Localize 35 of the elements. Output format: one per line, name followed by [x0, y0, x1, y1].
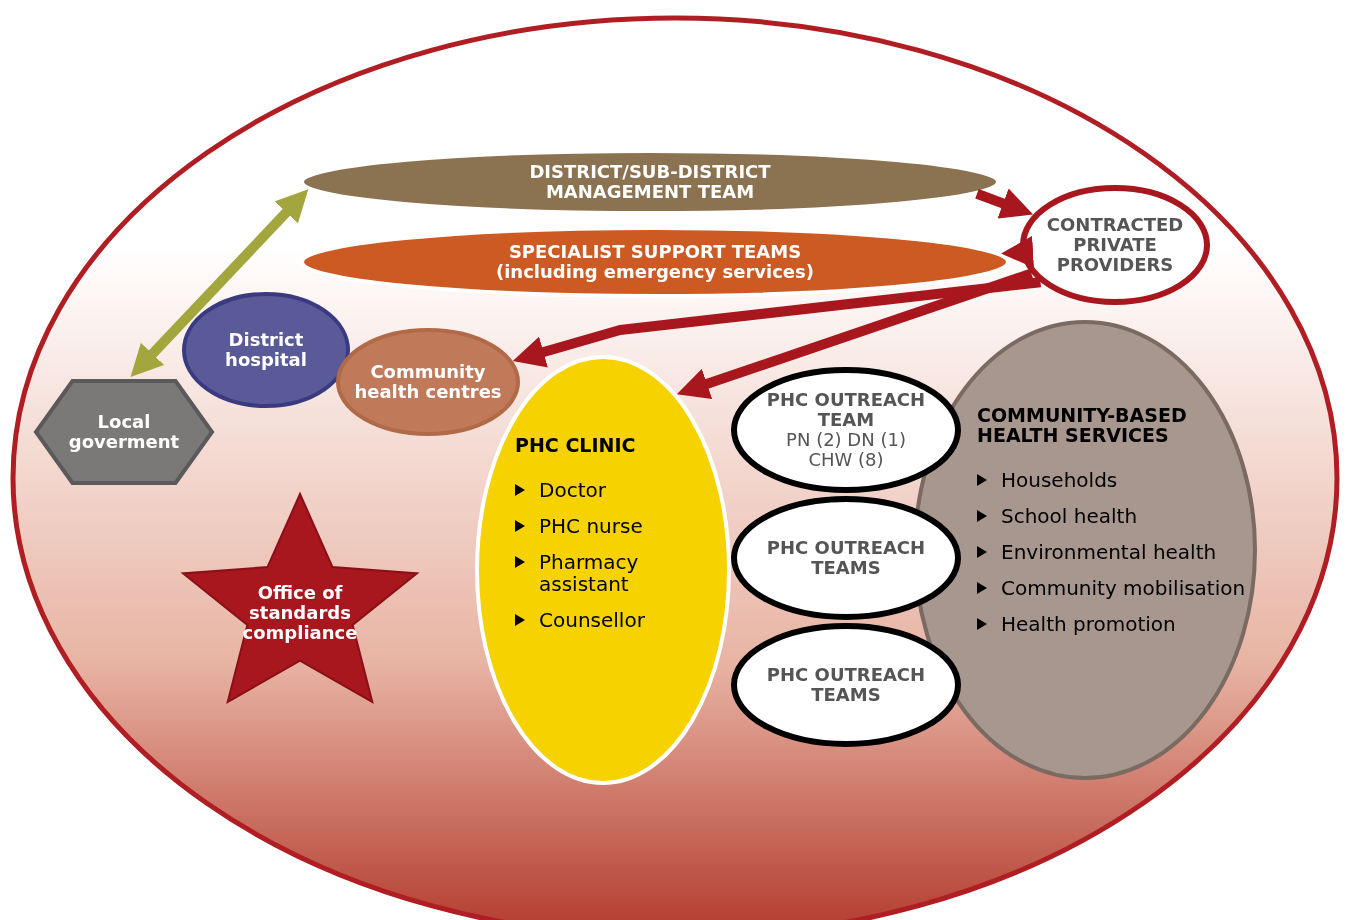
node-title: PHC OUTREACH TEAMS: [765, 538, 927, 578]
node-title: Office of standards compliance: [241, 583, 359, 643]
arrow: [676, 268, 1033, 400]
list-item: PHC nurse: [539, 515, 643, 537]
node-title: PHC CLINIC: [515, 435, 636, 455]
list-item: School health: [1001, 505, 1138, 527]
outreach-team-ellipse: [731, 367, 961, 493]
node-title: CONTRACTED PRIVATE PROVIDERS: [1045, 215, 1185, 275]
outreach-team-ellipse: [731, 496, 961, 620]
local-government-hexagon: [32, 377, 216, 487]
list-item: Pharmacy assistant: [539, 551, 640, 595]
node-title: PHC OUTREACH TEAMS: [765, 665, 927, 705]
staff-count: PN (2) DN (1) CHW (8): [785, 430, 907, 470]
node-title: District hospital: [224, 330, 308, 370]
node-title: Community health centres: [353, 362, 503, 402]
list-item: Community mobilisation: [1001, 577, 1246, 599]
outreach-team-ellipse: [731, 623, 961, 747]
arrow: [975, 188, 1034, 219]
node-title: PHC OUTREACH TEAM: [765, 390, 927, 430]
health-centres-ellipse: [336, 328, 520, 436]
list-item: Counsellor: [539, 609, 645, 631]
node-subtitle: (including emergency services): [495, 262, 814, 282]
list-item: Health promotion: [1001, 613, 1176, 635]
list-item: Households: [1001, 469, 1118, 491]
hospital-ellipse: [182, 292, 350, 408]
private-providers-ellipse: [1020, 185, 1210, 305]
list-item: Environmental health: [1001, 541, 1217, 563]
node-title: COMMUNITY-BASED HEALTH SERVICES: [977, 405, 1188, 445]
node-title: DISTRICT/SUB-DISTRICT MANAGEMENT TEAM: [528, 162, 772, 202]
node-title: Local goverment: [67, 412, 181, 452]
arrow: [512, 277, 1042, 368]
arrow: [130, 189, 309, 378]
node-title: SPECIALIST SUPPORT TEAMS: [508, 242, 802, 262]
arrow: [1001, 235, 1034, 268]
list-item: Doctor: [539, 479, 606, 501]
